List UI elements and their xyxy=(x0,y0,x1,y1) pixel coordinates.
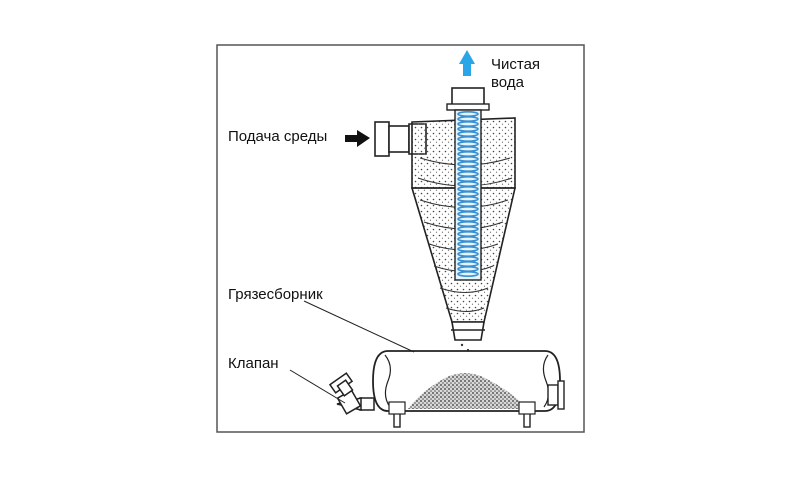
coil-turn xyxy=(457,270,479,277)
coil xyxy=(457,111,479,277)
drain-nozzle xyxy=(547,380,565,410)
valve-label: Клапан xyxy=(228,355,279,372)
dirt-collector-label: Грязесборник xyxy=(228,286,323,303)
dirt-collector-leader xyxy=(303,300,415,353)
clean-water-label: Чистая вода xyxy=(491,56,541,91)
vortex-finder-tube xyxy=(446,87,490,281)
dirt-collector-tank xyxy=(372,350,561,428)
valve xyxy=(328,372,375,415)
valve-leader xyxy=(289,369,346,404)
arrow-right-icon xyxy=(345,130,370,147)
feed-label: Подача среды xyxy=(228,128,328,145)
arrow-up-icon xyxy=(459,50,475,76)
diagram-frame xyxy=(216,44,585,433)
